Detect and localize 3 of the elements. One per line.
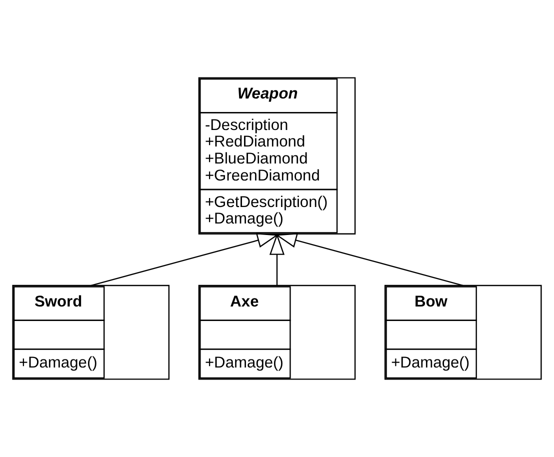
arrow <box>269 233 285 286</box>
arrow <box>275 232 464 286</box>
arrow <box>90 232 279 286</box>
